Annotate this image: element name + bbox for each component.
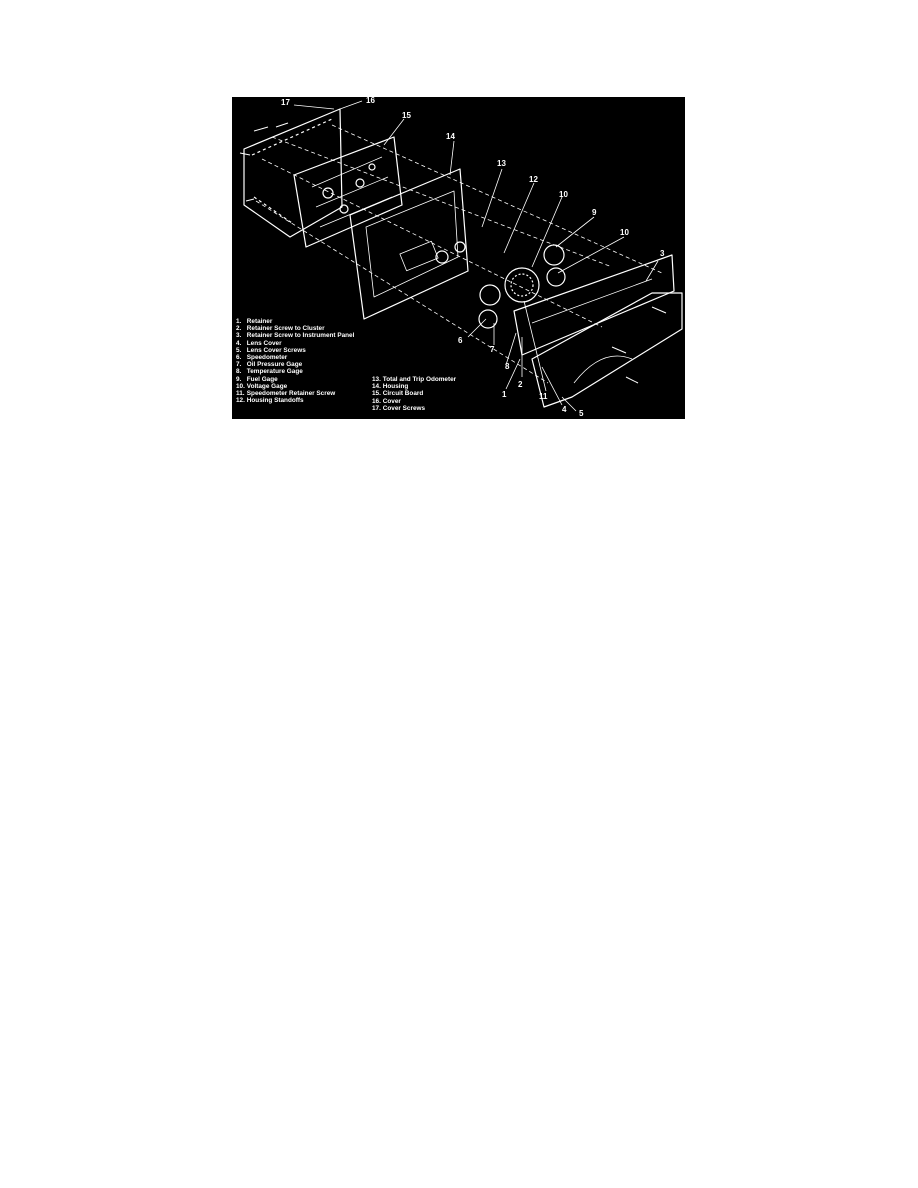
legend-item: 2. Retainer Screw to Cluster bbox=[236, 325, 325, 333]
retainer bbox=[513, 254, 675, 356]
callout-7: 7 bbox=[490, 345, 495, 354]
legend-item: 5. Lens Cover Screws bbox=[236, 346, 306, 354]
legend-item: 11. Speedometer Retainer Screw bbox=[236, 389, 336, 397]
speedometer-gauge bbox=[504, 267, 540, 303]
callout-10: 10 bbox=[620, 228, 629, 237]
lens-cover bbox=[531, 292, 683, 408]
callout-6: 6 bbox=[458, 336, 463, 345]
legend-item: 4. Lens Cover bbox=[236, 339, 282, 347]
callout-1: 1 bbox=[502, 390, 507, 399]
callout-4: 4 bbox=[562, 405, 567, 414]
legend-item: 9. Fuel Gage bbox=[236, 375, 278, 383]
parts-legend-right: 13. Total and Trip Odometer 14. Housing … bbox=[372, 376, 456, 412]
callout-9: 9 bbox=[592, 208, 597, 217]
legend-item: 3. Retainer Screw to Instrument Panel bbox=[236, 332, 355, 340]
legend-item: 8. Temperature Gage bbox=[236, 368, 303, 376]
callout-8: 8 bbox=[505, 362, 510, 371]
legend-item: 1. Retainer bbox=[236, 318, 273, 325]
callout-13: 13 bbox=[497, 159, 506, 168]
exploded-diagram: 17 16 15 14 13 12 10 9 10 3 6 7 8 1 2 11… bbox=[232, 97, 685, 419]
legend-item: 12. Housing Standoffs bbox=[236, 397, 304, 405]
circuit-board bbox=[293, 136, 403, 248]
legend-item: 14. Housing bbox=[372, 383, 409, 391]
callout-12: 12 bbox=[529, 175, 538, 184]
callout-2: 2 bbox=[518, 380, 523, 389]
oil-pressure-gauge bbox=[479, 284, 501, 306]
legend-item: 10. Voltage Gage bbox=[236, 382, 288, 390]
temperature-gauge bbox=[478, 309, 498, 329]
callout-16: 16 bbox=[366, 97, 375, 105]
callout-10: 10 bbox=[559, 190, 568, 199]
legend-item: 17. Cover Screws bbox=[372, 404, 426, 412]
legend-item: 15. Circuit Board bbox=[372, 390, 424, 398]
callout-15: 15 bbox=[402, 111, 411, 120]
callout-3: 3 bbox=[660, 249, 665, 258]
cover-panel bbox=[243, 108, 343, 238]
parts-legend-left: 1. Retainer 2. Retainer Screw to Cluster… bbox=[236, 318, 354, 404]
housing bbox=[349, 168, 469, 320]
voltage-gauge bbox=[546, 267, 566, 287]
legend-item: 13. Total and Trip Odometer bbox=[372, 376, 457, 383]
callout-11: 11 bbox=[539, 392, 548, 401]
legend-item: 6. Speedometer bbox=[236, 353, 288, 361]
legend-item: 7. Oil Pressure Gage bbox=[236, 361, 303, 369]
callout-5: 5 bbox=[579, 409, 584, 418]
legend-item: 16. Cover bbox=[372, 397, 401, 405]
fuel-gauge bbox=[543, 244, 565, 266]
diagram-drawing bbox=[239, 100, 683, 412]
callout-14: 14 bbox=[446, 132, 455, 141]
callout-17: 17 bbox=[281, 98, 290, 107]
